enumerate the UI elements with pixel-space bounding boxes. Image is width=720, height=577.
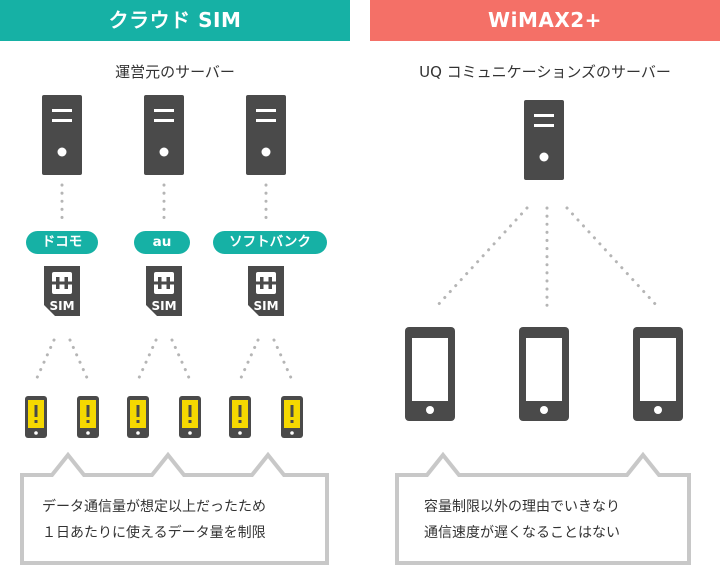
sim-label: SIM	[151, 299, 177, 313]
left-message-bubble	[20, 451, 329, 565]
right-message-bubble	[395, 451, 691, 565]
sim-label: SIM	[49, 299, 75, 313]
smartphone-icon	[405, 327, 455, 421]
warning-phone-icon	[179, 396, 201, 438]
warning-phone-icon	[229, 396, 251, 438]
smartphone-icon	[633, 327, 683, 421]
wimax-header: WiMAX2+	[370, 0, 720, 41]
carrier-au: au	[134, 231, 190, 254]
carrier-softbank: ソフトバンク	[213, 231, 327, 254]
carrier-docomo: ドコモ	[26, 231, 98, 254]
smartphone-icon	[519, 327, 569, 421]
warning-phone-icon	[281, 396, 303, 438]
warning-phone-icon	[25, 396, 47, 438]
left-server-caption: 運営元のサーバー	[115, 63, 235, 81]
warning-phone-icon	[77, 396, 99, 438]
server-icon	[144, 95, 184, 175]
right-message-line-2: 通信速度が遅くなることはない	[424, 525, 620, 541]
sim-label: SIM	[253, 299, 279, 313]
server-icon	[246, 95, 286, 175]
server-icon	[524, 100, 564, 180]
left-message-line-2: １日あたりに使えるデータ量を制限	[42, 525, 266, 541]
left-message-line-1: データ通信量が想定以上だったため	[42, 499, 266, 515]
right-server-caption: UQ コミュニケーションズのサーバー	[419, 63, 671, 81]
server-icon	[42, 95, 82, 175]
warning-phone-icon	[127, 396, 149, 438]
right-message-line-1: 容量制限以外の理由でいきなり	[424, 499, 620, 515]
cloud-sim-header: クラウド SIM	[0, 0, 350, 41]
